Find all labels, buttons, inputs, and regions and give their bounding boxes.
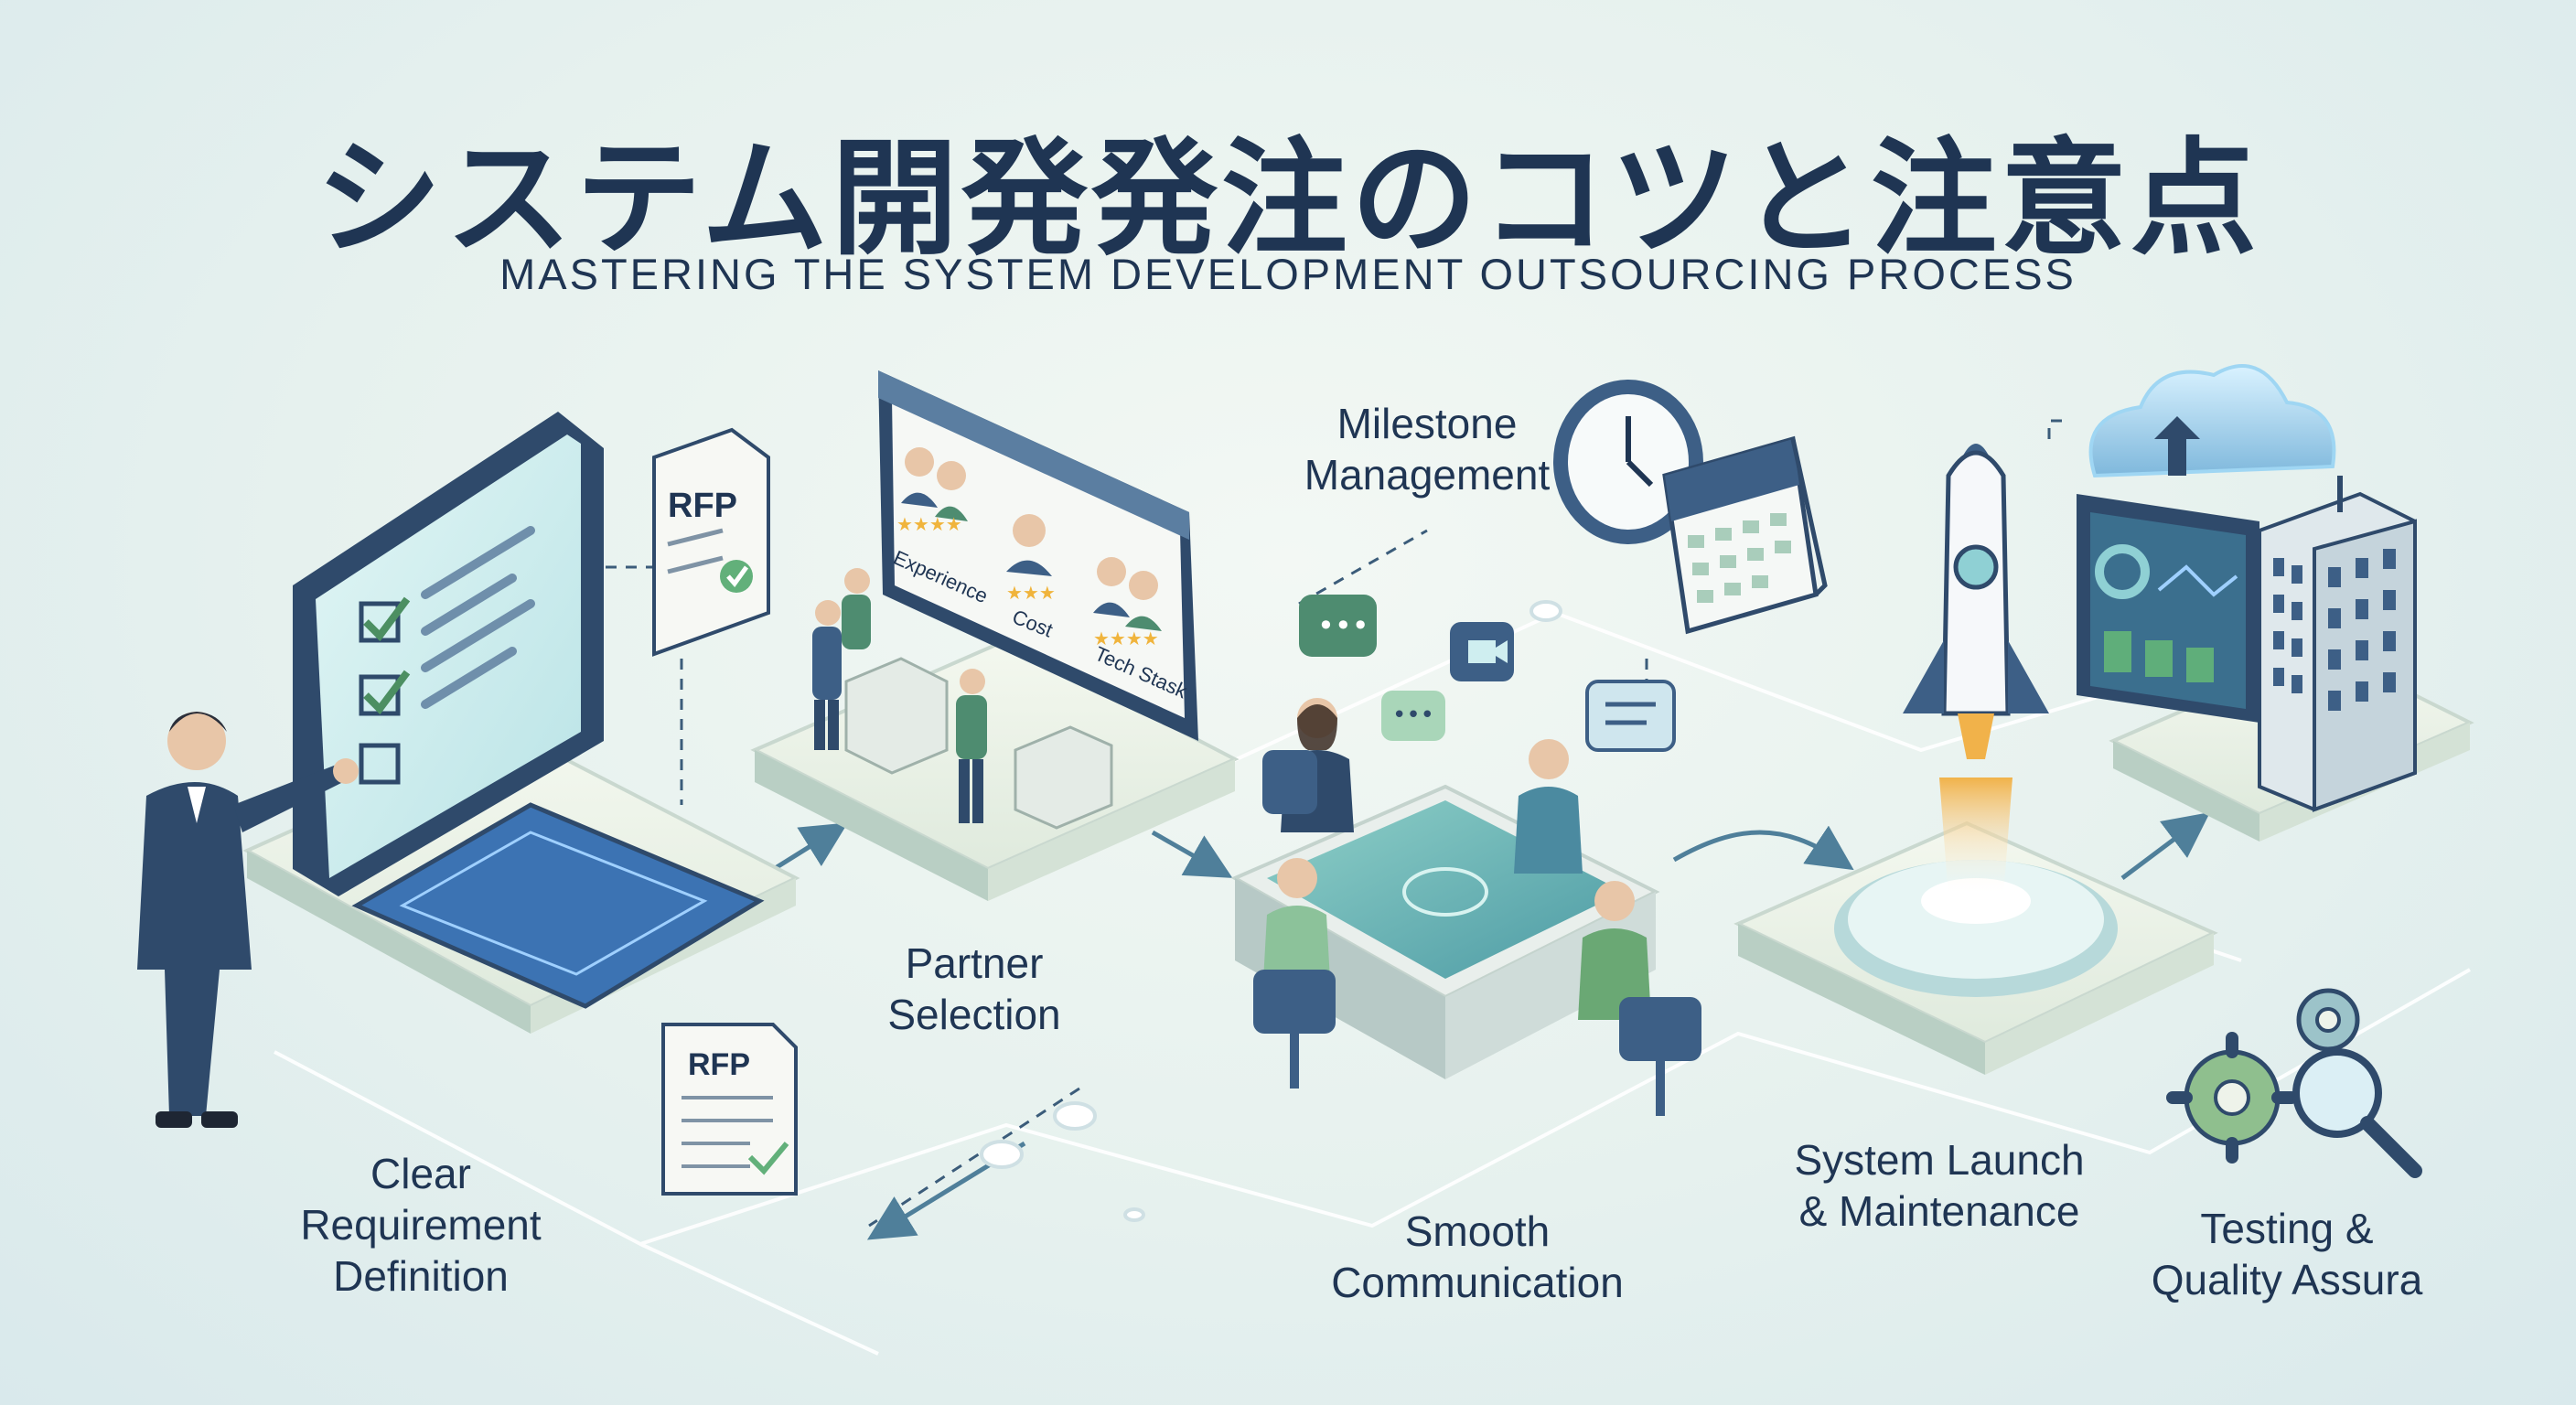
svg-text:•••: •••	[1392, 702, 1434, 729]
launch-station	[1733, 444, 2218, 1075]
partner-station: Experience ★★★★ Cost ★★★ Tech Stask ★★★★	[750, 370, 1240, 901]
step-label-communication: Smooth Communication	[1331, 1207, 1624, 1306]
checklist-icon	[359, 596, 411, 785]
clock-icon	[1553, 380, 1703, 544]
small-gear-icon	[2296, 988, 2360, 1052]
blueprint-icon	[351, 802, 765, 1009]
calendar-icon	[1662, 435, 1828, 635]
office-building-icon	[2258, 476, 2417, 812]
chat-bubble-icons: ••• •••	[1299, 595, 1676, 752]
connector-nodes	[980, 600, 1562, 1222]
step-label-milestone: Milestone Management	[1304, 400, 1551, 499]
svg-text:★★★★: ★★★★	[896, 513, 962, 535]
dashboard-screen	[2077, 494, 2259, 723]
svg-text:•••: •••	[1317, 608, 1369, 643]
requirement-station	[137, 412, 800, 1128]
step-label-requirement: Clear Requirement Definition	[300, 1150, 542, 1300]
milestone-icons	[1553, 380, 1828, 635]
businessman-figure	[137, 712, 359, 1128]
cloud-upload-icon	[2088, 364, 2336, 478]
svg-text:★★★★: ★★★★	[1093, 627, 1159, 649]
rocket-icon	[1903, 444, 2049, 759]
step-label-partner: Partner Selection	[887, 939, 1061, 1038]
rfp-document-bottom: RFP	[661, 1023, 798, 1196]
step-label-launch: System Launch & Maintenance	[1794, 1136, 2085, 1235]
rfp-bottom-label: RFP	[688, 1047, 750, 1082]
rfp-top-label: RFP	[668, 487, 737, 525]
rfp-document-top: RFP	[652, 427, 770, 657]
meeting-station: ••• •••	[1230, 595, 1701, 1116]
step-label-testing: Testing & Quality Assura	[2151, 1205, 2423, 1303]
magnifier-icon	[2292, 1048, 2422, 1178]
page-title: システム開発発注のコツと注意点	[316, 123, 2260, 273]
page-subtitle: MASTERING THE SYSTEM DEVELOPMENT OUTSOUR…	[499, 250, 2077, 298]
testing-icons	[2166, 988, 2422, 1178]
people-at-desks	[812, 568, 987, 823]
office-chairs	[1253, 750, 1701, 1116]
maintenance-station	[2077, 364, 2474, 842]
gear-icon	[2166, 1032, 2298, 1164]
svg-text:★★★: ★★★	[1006, 582, 1056, 604]
